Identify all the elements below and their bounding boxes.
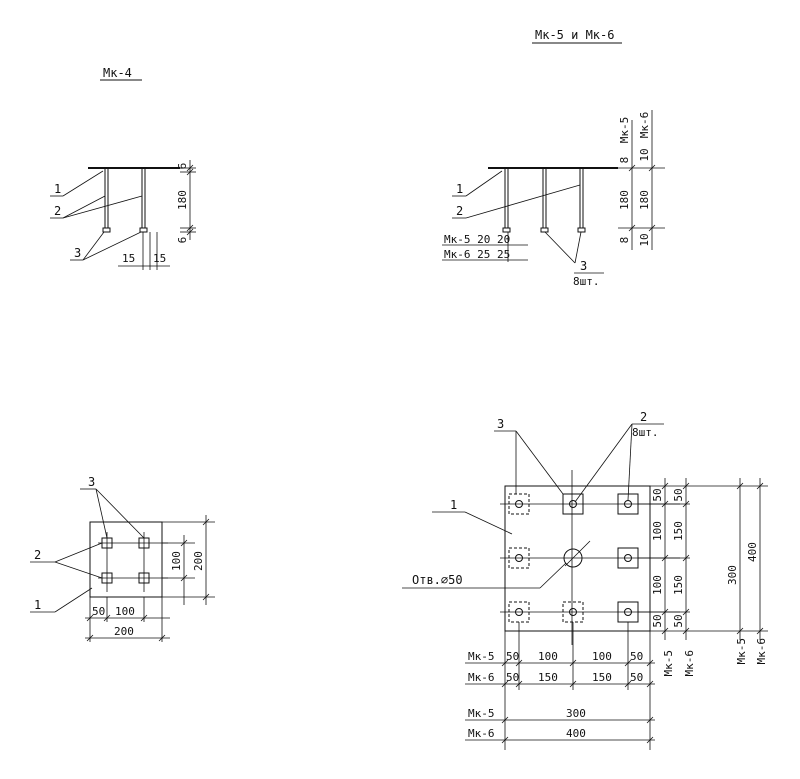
mk56-plan-callout-2-qty: 8шт.	[632, 426, 659, 439]
title-mk4: Мк-4	[100, 66, 142, 81]
mk56-plan-vdim-mk5-1: 100	[651, 521, 664, 541]
mk56-plan-right-mark-2: Мк-5	[735, 638, 748, 665]
mk56-elev-dim-top-b-mark: Мк-6	[638, 112, 651, 139]
mk56-plan-vdim-mk5-2: 100	[651, 575, 664, 595]
mk56-elev-dim-bot-b: 10	[638, 233, 651, 246]
mk56-plan-callout-1: 1	[450, 498, 457, 512]
mk56-plan-row-mk6-mark: Мк-6	[468, 671, 495, 684]
mk56-plan-row-mk5-v1: 100	[538, 650, 558, 663]
mk56-plan-vdim-mk6-3: 50	[672, 614, 685, 627]
mk4-elev-dim-mid: 180	[176, 190, 189, 210]
mk56-elev-callout-1: 1	[456, 182, 463, 196]
mk56-plan-row-mk6-v1: 150	[538, 671, 558, 684]
mk56-plan-right-mark-0: Мк-5	[662, 650, 675, 677]
mk56-plan-right-mark-3: Мк-6	[755, 638, 768, 665]
mk4-plan-dim-v-inner: 100	[170, 551, 183, 571]
mk4-elev-dim-top: 6	[176, 163, 189, 170]
mk4-plan-dim-h-inner: 100	[115, 605, 135, 618]
mk56-plan-total-mk5-mark: Мк-5	[468, 707, 495, 720]
mk56-plan-vdim-total-mk6: 400	[746, 542, 759, 562]
mk56-plan-row-mk5-v0: 50	[506, 650, 519, 663]
mk56-plan-center-hole	[563, 548, 583, 568]
mk4-plan-dim-h-total: 200	[114, 625, 134, 638]
mk4-elev-callout-1: 1	[54, 182, 61, 196]
mk56-elev-stud-end	[577, 227, 586, 233]
mk56-plan-vdim-mk6-2: 150	[672, 575, 685, 595]
title-mk56: Мк-5 и Мк-6	[532, 28, 622, 44]
mk56-elev-stud-end	[502, 227, 511, 233]
mk56-plan-row-mk6-v3: 50	[630, 671, 643, 684]
mk56-plan-right-mark-1: Мк-6	[683, 650, 696, 677]
mk56-plan-callout-3: 3	[497, 417, 504, 431]
mk56-elev-stud-callout: 3	[580, 259, 587, 273]
mk56-plan-vdim-mk6-0: 50	[672, 488, 685, 501]
mk56-plan-vdim-mk6-1: 150	[672, 521, 685, 541]
mk56-elev-stud-qty: 8шт.	[573, 275, 600, 288]
mk56-plan-row-mk5-v2: 100	[592, 650, 612, 663]
mk4-elevation: 1 2 3 6 180 6 15 15	[50, 160, 196, 270]
mk56-plan-hole-label: Отв.⌀50	[412, 573, 463, 587]
mk56-elev-dim-top-a: 8	[618, 157, 631, 164]
mk4-plan-dim-h-edge: 50	[92, 605, 105, 618]
mk4-elev-stud-end	[102, 227, 111, 233]
title-mk56-text: Мк-5 и Мк-6	[535, 28, 614, 42]
mk4-elev-dim-w1: 15	[122, 252, 135, 265]
mk56-plan-row-mk6-v2: 150	[592, 671, 612, 684]
mk56-elev-dim-top-b: 10	[638, 148, 651, 161]
mk4-elev-callout-3: 3	[74, 246, 81, 260]
mk56-plan-row-mk5-v3: 50	[630, 650, 643, 663]
mk4-plan-callout-1: 1	[34, 598, 41, 612]
mk56-plan-total-mk6-mark: Мк-6	[468, 727, 495, 740]
mk56-elev-dim-mid-a: 180	[618, 190, 631, 210]
mk4-plan-plate	[89, 521, 163, 598]
mk56-plan-callout-2: 2	[640, 410, 647, 424]
mk56-plan-row-mk5-mark: Мк-5	[468, 650, 495, 663]
mk4-elev-dim-bot: 6	[176, 237, 189, 244]
mk56-plan-vdim-mk5-0: 50	[651, 488, 664, 501]
mk56-plan: 1 3 2 8шт. Отв.⌀50	[402, 410, 768, 750]
mk56-plan-vdim-total-mk5: 300	[726, 565, 739, 585]
mk56-elev-stud-end	[540, 227, 549, 233]
mk56-elev-dim-mid-b: 180	[638, 190, 651, 210]
mk4-plan-dim-v-total: 200	[192, 551, 205, 571]
mk4-plan-callout-2: 2	[34, 548, 41, 562]
title-mk4-text: Мк-4	[103, 66, 132, 80]
mk56-elev-callout-2: 2	[456, 204, 463, 218]
mk56-elev-dim-top-a-mark: Мк-5	[618, 117, 631, 144]
mk4-elev-dim-w2: 15	[153, 252, 166, 265]
mk56-plan-plate	[504, 485, 651, 632]
mk4-elev-stud-end	[139, 227, 148, 233]
mk56-plan-total-mk6-value: 400	[566, 727, 586, 740]
mk4-plan-callout-3: 3	[88, 475, 95, 489]
mk56-elev-dim-bot-a: 8	[618, 237, 631, 244]
mk56-plan-vdim-mk5-3: 50	[651, 614, 664, 627]
mk56-plan-total-mk5-value: 300	[566, 707, 586, 720]
mk56-elev-row-mk5: Мк-5 20 20	[444, 233, 510, 246]
mk56-elevation: 1 2 3 8шт. Мк-5 20 20 Мк-6 25 25 8 Мк-5 …	[442, 110, 665, 288]
mk56-plan-row-mk6-v0: 50	[506, 671, 519, 684]
mk4-elev-callout-2: 2	[54, 204, 61, 218]
mk4-plan: 3 2 1 100 200 50 100 2	[30, 475, 215, 642]
mk56-elev-row-mk6: Мк-6 25 25	[444, 248, 510, 261]
